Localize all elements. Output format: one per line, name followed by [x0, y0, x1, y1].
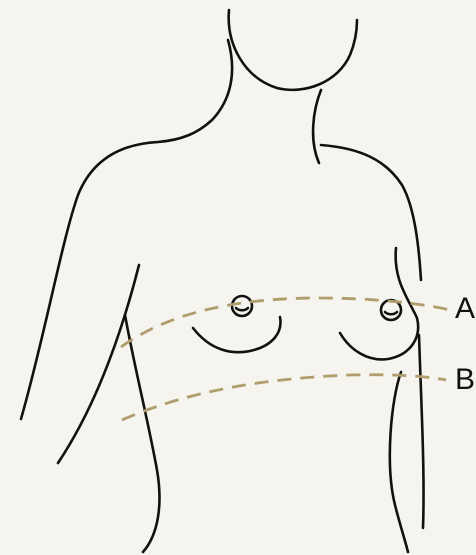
- label-a: A: [455, 292, 475, 325]
- label-b: B: [455, 363, 475, 396]
